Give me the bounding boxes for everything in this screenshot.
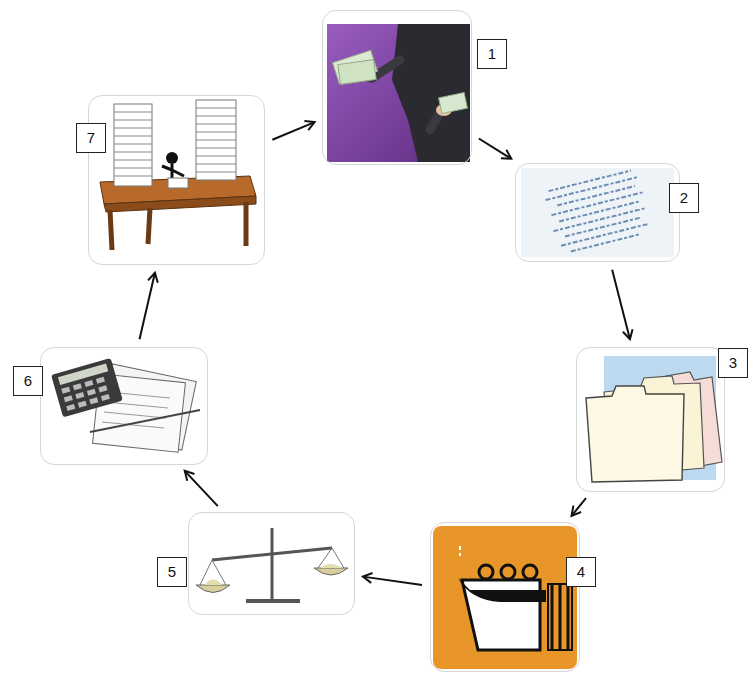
money-picture (322, 10, 472, 165)
ledger-picture (515, 163, 680, 262)
callout-number: 1 (477, 39, 507, 69)
folders-picture (576, 347, 725, 492)
desk-picture (88, 95, 265, 265)
image-box: 4 (430, 522, 580, 672)
cycle-arrow (363, 577, 422, 585)
cycle-arrow (479, 138, 512, 158)
shredder-icon (430, 522, 580, 672)
image-box: 1 (322, 10, 472, 165)
callout-number: 7 (76, 123, 106, 153)
image-box: 7 (88, 95, 265, 265)
image-box: 5 (188, 512, 355, 615)
callout-number: 2 (669, 183, 699, 213)
callout-number: 6 (13, 366, 43, 396)
image-box: 6 (40, 347, 208, 465)
image-box: 2 (515, 163, 680, 262)
callout-number: 3 (718, 348, 748, 378)
cycle-arrow (272, 122, 314, 140)
cycle-arrow (572, 498, 586, 516)
calculator-picture (40, 347, 208, 465)
cycle-arrow (185, 471, 218, 506)
cycle-arrow (612, 270, 630, 340)
image-box: 3 (576, 347, 725, 492)
cycle-arrow (140, 273, 155, 339)
callout-number: 5 (157, 557, 187, 587)
balance-picture (188, 512, 355, 615)
callout-number: 4 (566, 557, 596, 587)
